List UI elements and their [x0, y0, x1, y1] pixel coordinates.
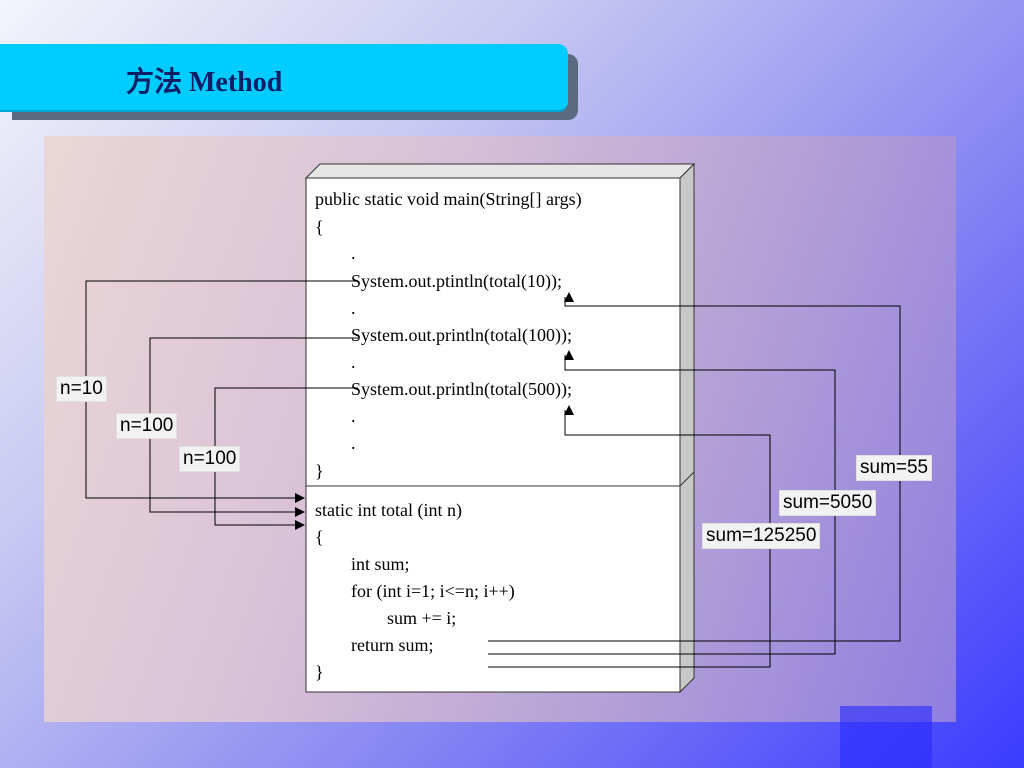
box-right-face: [679, 162, 695, 694]
total-line-4: for (int i=1; i<=n; i++): [315, 581, 515, 601]
arg-label-n100-a: n=100: [116, 413, 178, 439]
box-top-face: [304, 163, 696, 179]
total-method-box: [305, 485, 681, 693]
total-line-2: {: [315, 527, 324, 547]
main-line-10: .: [315, 433, 356, 453]
main-line-7: .: [315, 352, 356, 372]
main-line-4: System.out.ptintln(total(10));: [315, 271, 562, 291]
main-line-2: {: [315, 217, 324, 237]
total-line-5: sum += i;: [315, 608, 457, 628]
arg-label-n100-b: n=100: [179, 446, 241, 472]
return-label-sum125250: sum=125250: [702, 523, 821, 549]
return-line-3: [488, 405, 771, 668]
main-line-1: public static void main(String[] args): [315, 189, 582, 209]
main-line-5: .: [315, 298, 356, 318]
total-line-6: return sum;: [315, 635, 434, 655]
return-label-sum55: sum=55: [856, 455, 933, 481]
total-line-3: int sum;: [315, 554, 410, 574]
main-line-9: .: [315, 406, 356, 426]
total-line-1: static int total (int n): [315, 500, 462, 520]
return-line-2: [488, 350, 836, 655]
return-label-sum5050: sum=5050: [779, 490, 877, 516]
total-line-7: }: [315, 662, 324, 682]
main-line-11: }: [315, 461, 324, 481]
main-line-3: .: [315, 243, 356, 263]
title-bar: [0, 44, 568, 112]
decorative-square: [840, 706, 932, 768]
arg-label-n10: n=10: [56, 376, 107, 402]
main-line-6: System.out.println(total(100));: [315, 325, 572, 345]
slide-title: 方法 Method: [126, 67, 283, 98]
main-line-8: System.out.println(total(500));: [315, 379, 572, 399]
return-line-1: [488, 292, 901, 642]
